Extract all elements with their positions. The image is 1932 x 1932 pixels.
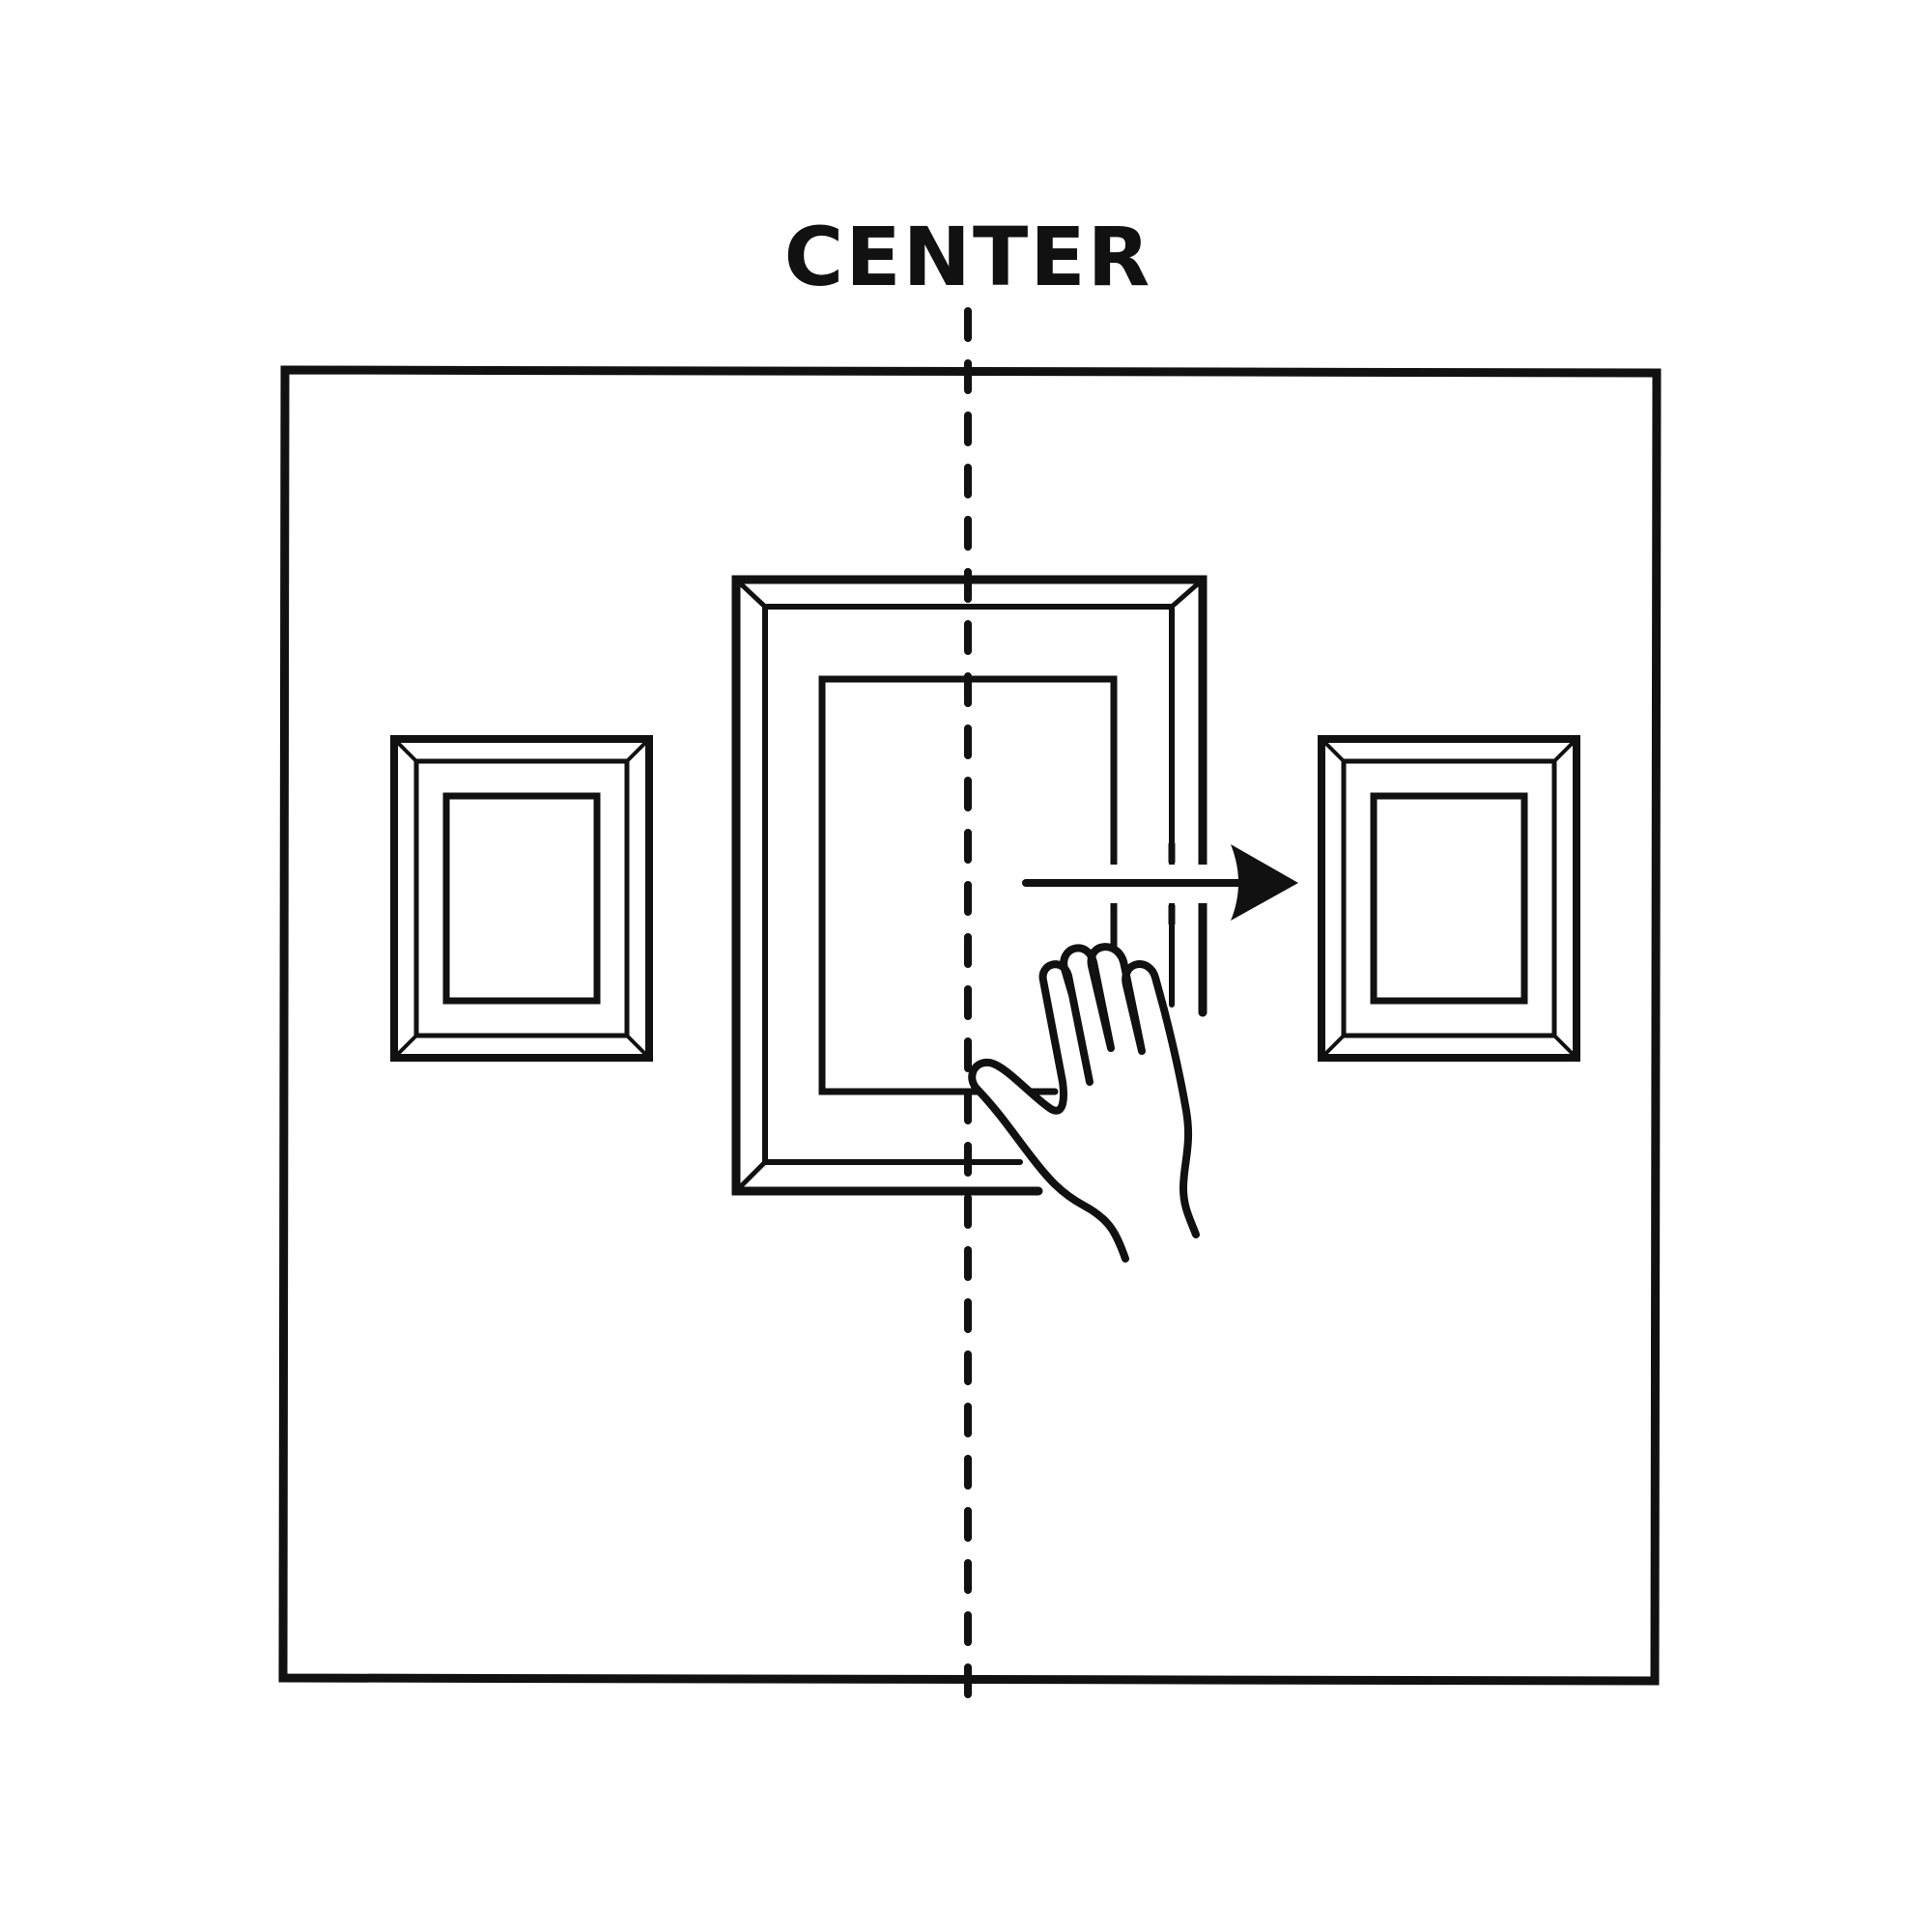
arrow-right-icon bbox=[1022, 844, 1298, 921]
hand-icon bbox=[968, 943, 1200, 1263]
center-label: CENTER bbox=[784, 210, 1152, 304]
left-frame bbox=[390, 735, 653, 1062]
frame-edge-breaks bbox=[1110, 843, 1207, 924]
right-frame bbox=[1318, 735, 1580, 1062]
wall-outline bbox=[278, 365, 1662, 1686]
